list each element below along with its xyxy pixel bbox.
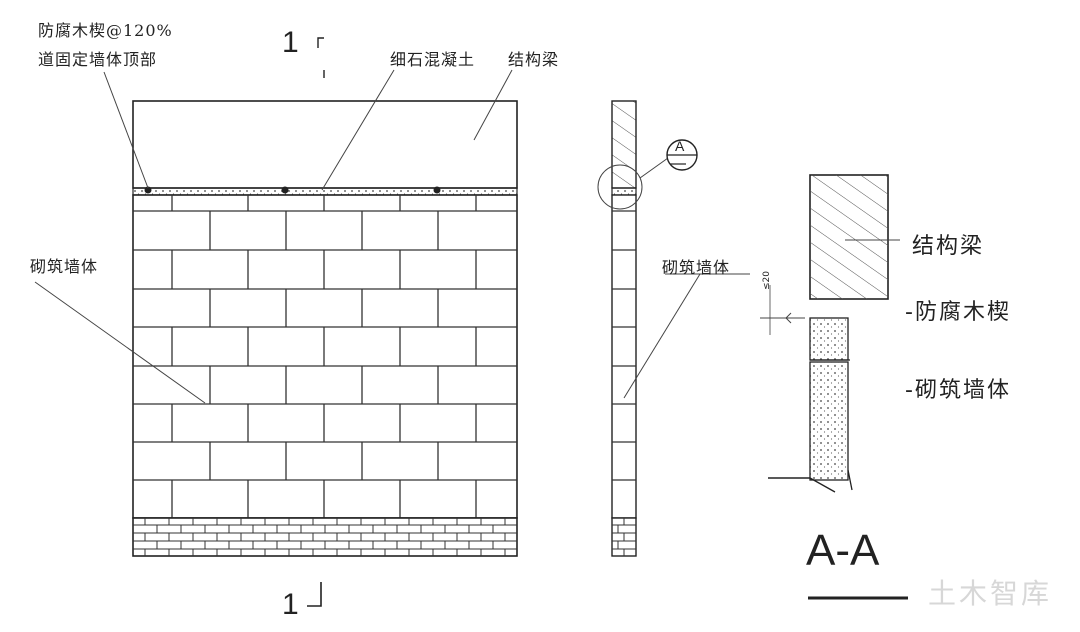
detail-dimension: ≤20 bbox=[762, 271, 772, 290]
leader-lines bbox=[34, 69, 513, 404]
section-mark-bottom: 1 bbox=[282, 588, 299, 621]
fine-concrete-layer bbox=[132, 187, 518, 196]
wall-elevation bbox=[132, 100, 518, 557]
structural-beam-label: 结构梁 bbox=[508, 50, 560, 69]
masonry-wall bbox=[132, 194, 518, 519]
structural-beam bbox=[132, 100, 518, 189]
side-masonry-label: 砌筑墙体 bbox=[662, 258, 731, 277]
detail-wedge-label: -防腐木楔 bbox=[905, 300, 1011, 325]
side-wall-joints bbox=[612, 210, 636, 481]
detail-masonry bbox=[809, 361, 849, 481]
detail-title: A-A bbox=[806, 526, 880, 575]
base-brick-band bbox=[132, 517, 518, 557]
wedge-label-line1: 防腐木楔@120% bbox=[38, 21, 173, 40]
side-base-pattern bbox=[612, 518, 636, 556]
side-concrete bbox=[611, 187, 637, 196]
fine-concrete-label: 细石混凝土 bbox=[390, 50, 476, 69]
side-beam bbox=[611, 100, 637, 189]
wall-side-section bbox=[597, 100, 750, 557]
detail-wedge bbox=[809, 317, 849, 361]
side-wall bbox=[611, 194, 637, 519]
masonry-wall-label: 砌筑墙体 bbox=[30, 257, 99, 276]
detail-wall-label: -砌筑墙体 bbox=[905, 378, 1011, 403]
detail-callout-circle bbox=[597, 164, 643, 210]
detail-beam-label: 结构梁 bbox=[912, 234, 985, 259]
section-marks bbox=[307, 37, 325, 607]
wedge-label-line2: 道固定墙体顶部 bbox=[38, 50, 158, 69]
detail-callout-letter: A bbox=[675, 138, 685, 154]
detail-aa bbox=[760, 174, 908, 600]
section-mark-top: 1 bbox=[282, 26, 299, 59]
brick-courses bbox=[133, 195, 517, 518]
anticorrosion-wedge-dots bbox=[144, 186, 441, 194]
base-brick-pattern bbox=[133, 518, 517, 556]
watermark: 土木智库 bbox=[928, 577, 1053, 610]
